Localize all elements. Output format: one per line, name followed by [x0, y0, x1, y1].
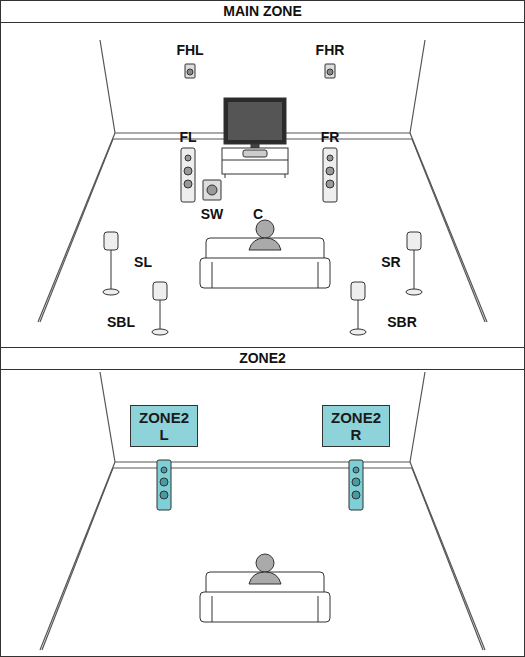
zone2-speakers [157, 460, 363, 510]
speaker-label: SR [381, 254, 400, 270]
speaker-label: SW [201, 206, 224, 222]
band-line [0, 369, 525, 370]
speaker-label: SBL [107, 314, 135, 330]
zone2-speaker-box: ZONE2 R [322, 405, 390, 447]
band-line [0, 22, 525, 23]
speaker-label: FHL [176, 42, 203, 58]
zone-header: ZONE2 [1, 348, 524, 369]
height-speakers [185, 64, 335, 78]
zone-header: MAIN ZONE [1, 1, 524, 22]
speaker-label: FR [321, 129, 340, 145]
zone-title: ZONE2 [1, 348, 524, 368]
room-walls [38, 40, 487, 322]
zone2-speaker-box: ZONE2 L [130, 405, 198, 447]
speaker-label: C [253, 206, 263, 222]
zone-title: MAIN ZONE [1, 1, 524, 21]
speaker-label: FL [179, 129, 196, 145]
speaker-label: SBR [387, 314, 417, 330]
front-speakers [181, 148, 337, 202]
speaker-label: SL [134, 254, 152, 270]
speaker-channel-name: ZONE2 L [137, 409, 191, 443]
sofa-listener [200, 220, 330, 288]
speaker-channel-name: ZONE2 R [329, 409, 383, 443]
sofa-listener [200, 554, 330, 622]
surround-speakers [103, 232, 422, 335]
room-walls [40, 372, 485, 650]
speaker-label: FHR [316, 42, 345, 58]
subwoofer [203, 180, 221, 200]
tv-set [222, 98, 288, 178]
